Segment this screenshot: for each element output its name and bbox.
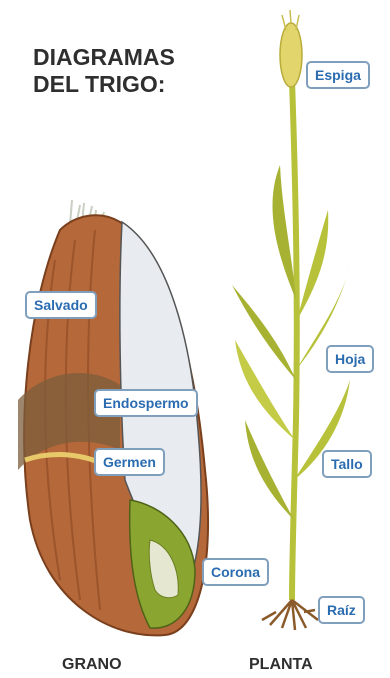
label-germ: Germen: [94, 448, 165, 476]
label-endosperm: Endospermo: [94, 389, 198, 417]
title-line-1: DIAGRAMAS: [33, 44, 175, 70]
grain-germ-inner: [148, 539, 179, 599]
label-stem: Tallo: [322, 450, 372, 478]
plant-leaf-1: [272, 165, 296, 300]
plant-drawing: [232, 9, 350, 631]
label-root: Raíz: [318, 596, 365, 624]
plant-head-awns: [281, 9, 300, 31]
plant-roots: [261, 599, 319, 631]
plant-leaf-5: [235, 340, 295, 440]
label-bran: Salvado: [25, 291, 97, 319]
plant-leaf-7: [245, 420, 294, 520]
plant-head: [279, 22, 303, 88]
plant-leaf-2: [297, 210, 329, 320]
plant-caption: PLANTA: [249, 656, 313, 673]
label-leaf: Hoja: [326, 345, 375, 373]
grain-drawing: [18, 199, 210, 637]
plant-leaf-3: [232, 285, 296, 380]
label-crown: Corona: [202, 558, 269, 586]
grain-caption: GRANO: [62, 656, 122, 673]
title-line-2: DEL TRIGO:: [33, 71, 166, 97]
plant-stem: [289, 79, 300, 601]
label-head: Espiga: [306, 61, 370, 89]
page-title: DIAGRAMAS DEL TRIGO:: [33, 44, 175, 98]
